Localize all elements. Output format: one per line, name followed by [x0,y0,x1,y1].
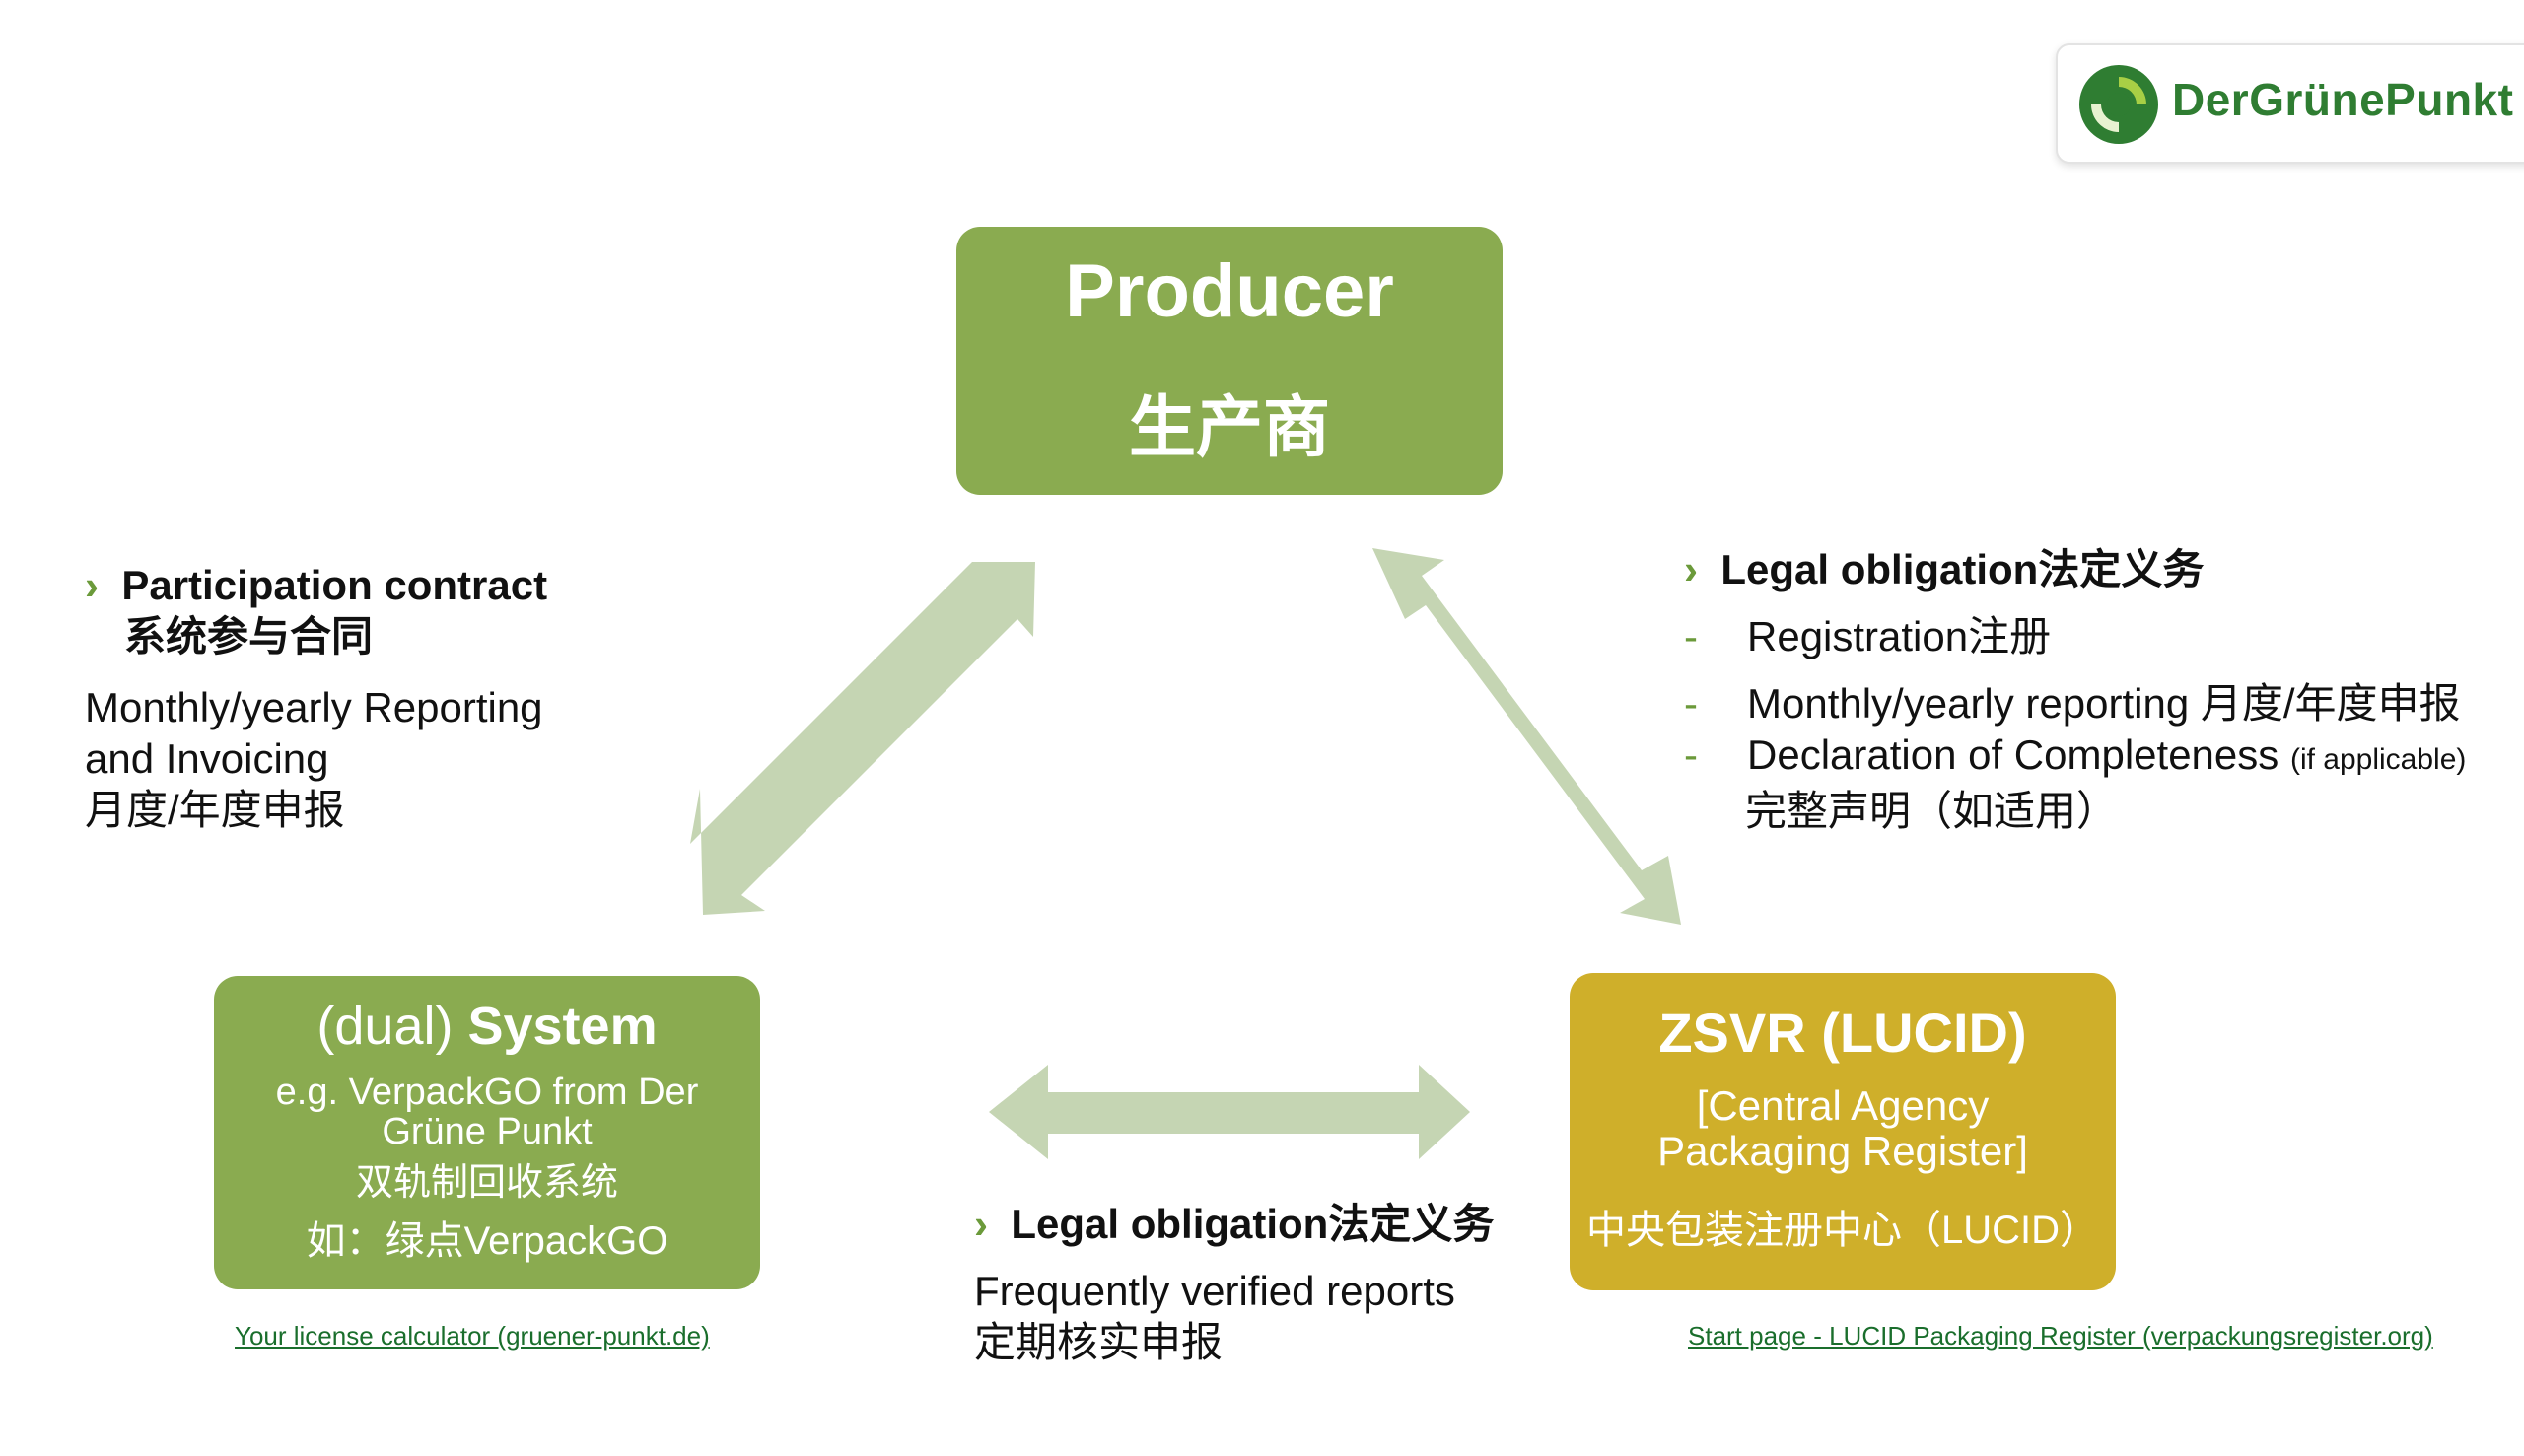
legal-obligation-block: › Legal obligation法定义务 - Registration注册 -… [1684,544,2466,837]
participation-block: › Participation contract 系统参与合同 Monthly/… [85,560,547,836]
system-subtitle-zh: 双轨制回收系统 [355,1162,618,1204]
system-title-main: System [467,997,658,1056]
verified-reports-line-zh: 定期核实申报 [974,1319,1224,1365]
list-dash: - [1684,613,1698,659]
verified-reports-line: Frequently verified reports [974,1268,1455,1314]
bottom-legal-heading: Legal obligation法定义务 [1011,1201,1495,1247]
participation-heading-zh: 系统参与合同 [124,613,374,659]
legal-obligation-heading: Legal obligation法定义务 [1720,546,2205,592]
reporting-line-zh: 月度/年度申报 [85,787,345,833]
license-calculator-link[interactable]: Your license calculator (gruener-punkt.d… [235,1321,710,1351]
zsvr-box: ZSVR (LUCID) [Central Agency Packaging R… [1570,973,2116,1290]
list-dash: - [1684,680,1698,727]
arrow-producer-system [690,562,1035,915]
bullet-chevron: › [85,562,99,608]
zsvr-subtitle: [Central Agency Packaging Register] [1657,1082,2028,1174]
producer-box: Producer 生产商 [956,227,1503,495]
system-example-zh: 如：绿点VerpackGO [306,1219,668,1263]
system-title-prefix: (dual) [316,997,468,1056]
brand-name: DerGrünePunkt [2172,74,2514,125]
participation-heading: Participation contract [121,562,548,608]
brand-logo: DerGrünePunkt [2056,43,2524,164]
zsvr-title: ZSVR (LUCID) [1658,1002,2027,1064]
bullet-chevron: › [1684,546,1698,592]
list-dash: - [1684,731,1698,778]
invoicing-line: and Invoicing [85,735,329,782]
list-item-declaration: Declaration of Completeness [1747,731,2279,778]
green-dot-arrows-icon [2079,65,2158,144]
lucid-start-link[interactable]: Start page - LUCID Packaging Register (v… [1688,1321,2433,1351]
list-item-declaration-note: (if applicable) [2289,743,2467,776]
system-example: e.g. VerpackGO from Der Grüne Punkt [275,1072,699,1152]
system-title: (dual) System [214,996,760,1057]
producer-title-zh: 生产商 [1128,390,1330,465]
producer-title: Producer [1065,249,1394,333]
arrow-system-zsvr [989,1065,1470,1159]
arrow-producer-zsvr [1372,548,1681,925]
reporting-line: Monthly/yearly Reporting [85,684,543,730]
list-item-registration: Registration注册 [1747,613,2052,659]
bottom-legal-block: › Legal obligation法定义务 Frequently verifi… [974,1199,1494,1368]
list-item-declaration-zh: 完整声明（如适用） [1745,788,2119,834]
bullet-chevron: › [974,1201,988,1247]
system-box: (dual) System e.g. VerpackGO from Der Gr… [214,976,760,1289]
list-item-reporting: Monthly/yearly reporting 月度/年度申报 [1747,680,2461,727]
zsvr-subtitle-zh: 中央包装注册中心（LUCID） [1585,1209,2100,1252]
